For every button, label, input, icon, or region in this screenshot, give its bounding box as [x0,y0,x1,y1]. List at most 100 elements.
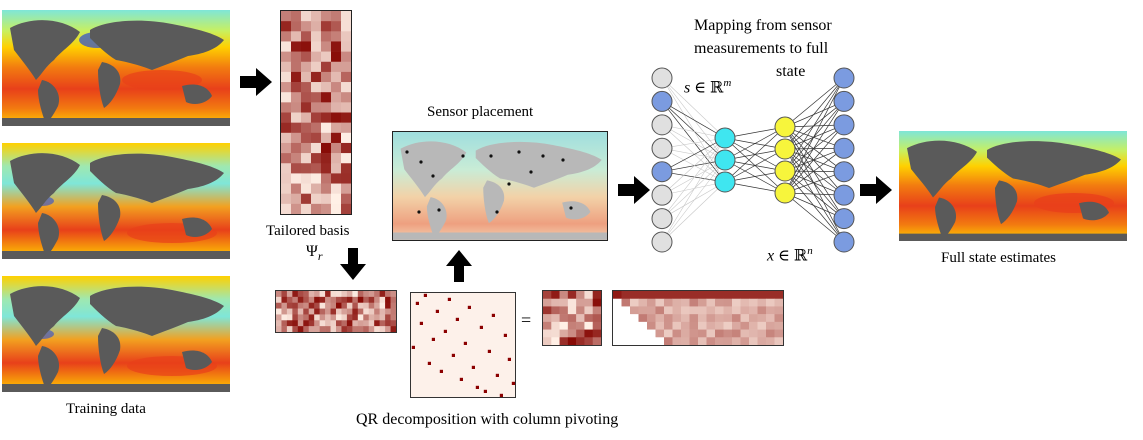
basis-heatmap-graphic [281,11,351,214]
network-edge [724,126,786,161]
matrix-cell [331,41,342,52]
matrix-cell [638,298,648,307]
network-edge [661,147,726,161]
matrix-cell [341,112,351,123]
matrix-cell [331,132,342,144]
matrix-cell [655,314,665,323]
matrix-cell [325,314,331,321]
matrix-cell [311,51,322,63]
matrix-cell [363,291,370,298]
matrix-cell [664,329,673,338]
matrix-cell [321,92,332,103]
matrix-cell [336,320,342,327]
matrix-cell [319,314,326,321]
permutation-entry [415,301,419,305]
network-edge [661,171,726,183]
permutation-entry [419,321,423,325]
matrix-cell [311,92,322,103]
matrix-cell [647,329,656,338]
right-arrow-icon [618,176,652,204]
matrix-cell [732,329,741,338]
matrix-cell [672,337,682,345]
matrix-cell [281,308,288,315]
matrix-cell [276,320,282,327]
tailored-basis-label: Tailored basis [266,223,350,239]
matrix-cell [321,82,332,93]
network-node [651,184,673,206]
matrix-cell [647,306,656,315]
network-edge [784,148,845,219]
network-edge [784,148,845,196]
matrix-cell [706,337,716,345]
matrix-cell [621,291,631,300]
permutation-entry [475,385,479,389]
matrix-cell [749,337,758,345]
matrix-cell [559,291,569,300]
matrix-cell [281,203,292,214]
matrix-cell [757,298,767,307]
matrix-cell [330,296,337,304]
element-of-symbol: ∈ [774,247,794,265]
matrix-cell [698,314,707,323]
matrix-cell [330,314,337,321]
matrix-cell [368,291,375,298]
matrix-cell [638,291,648,300]
matrix-cell [331,61,342,73]
matrix-cell [276,302,282,309]
sensor-map-graphic [393,132,607,240]
matrix-cell [613,291,622,300]
psi-symbol: Ψ [306,243,318,260]
matrix-cell [647,298,656,307]
matrix-cell [292,296,299,304]
matrix-cell [330,320,337,327]
network-edge [661,77,726,161]
matrix-cell [291,122,302,134]
matrix-cell [689,306,699,315]
permutation-entry [455,317,459,321]
s-in-rm-label: s ∈ ℝm [684,77,731,97]
matrix-cell [321,31,332,42]
matrix-cell [341,92,351,103]
mapping-label-line1: Mapping from sensor [694,17,832,34]
matrix-cell [584,329,594,338]
network-edge [784,77,845,172]
matrix-cell [379,296,386,304]
network-edge [661,124,726,183]
matrix-cell [576,314,585,323]
matrix-cell [286,314,293,321]
matrix-cell [281,71,292,83]
training-map-3 [2,276,230,392]
matrix-cell [723,306,733,315]
network-edge [661,159,726,243]
matrix-cell [308,291,315,298]
matrix-cell [638,337,648,345]
matrix-cell [740,306,750,315]
matrix-cell [336,308,342,315]
matrix-cell [303,308,310,315]
permutation-entry [479,325,483,329]
matrix-cell [331,31,342,42]
matrix-cell [766,306,775,315]
matrix-cell [314,320,320,327]
network-edge [784,148,845,194]
matrix-cell [286,302,293,309]
matrix-cell [314,296,320,304]
matrix-cell [311,11,322,22]
matrix-cell [723,291,733,300]
matrix-cell [291,41,302,52]
matrix-cell [291,203,302,214]
matrix-cell [325,326,331,332]
matrix-cell [357,291,364,298]
network-edge [724,126,786,183]
network-edge [784,101,845,128]
matrix-cell [723,329,733,338]
matrix-cell [331,153,342,164]
matrix-cell [630,306,639,315]
training-map-2 [2,143,230,259]
matrix-cell [291,173,302,184]
matrix-cell [341,203,351,214]
matrix-cell [331,163,342,174]
matrix-cell [757,306,767,315]
matrix-cell [314,302,320,309]
matrix-cell [308,302,315,309]
